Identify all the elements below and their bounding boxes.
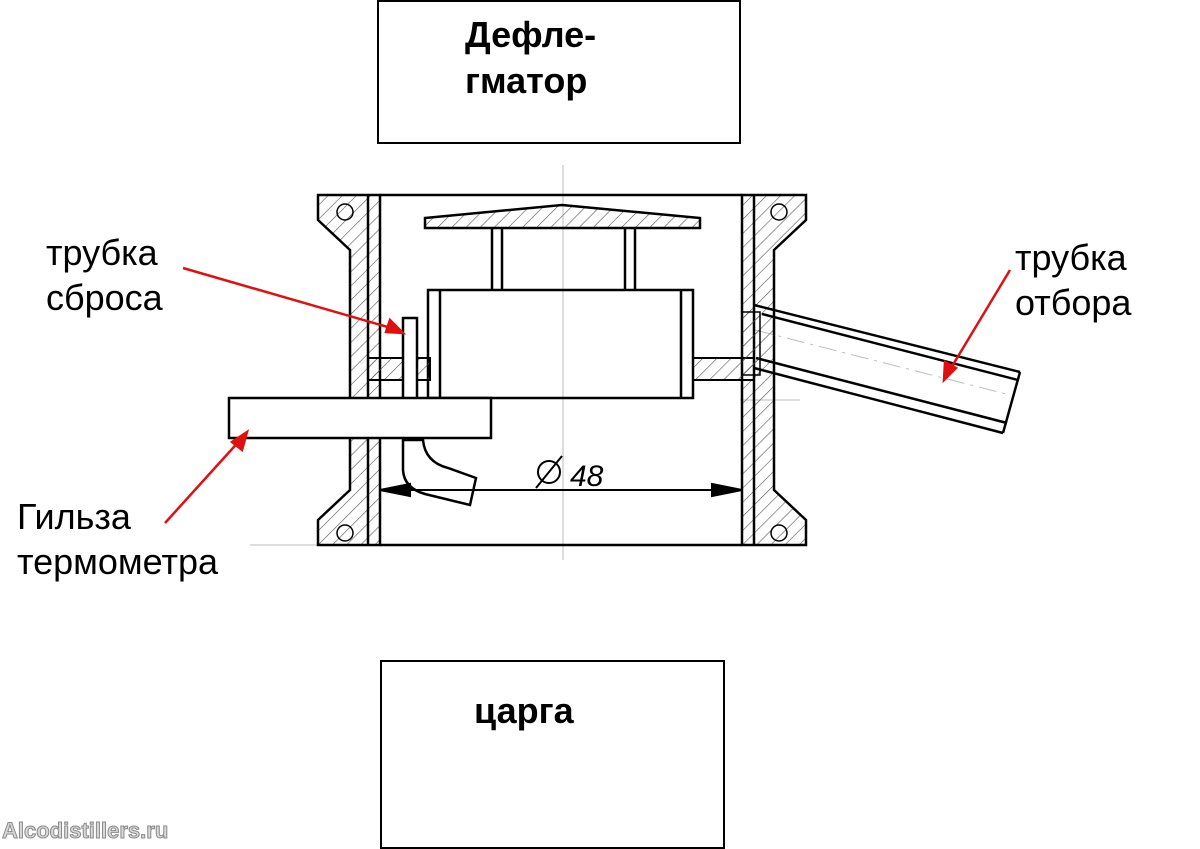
tsarga-box	[380, 660, 725, 849]
takeoff-tube-label-line1: трубка	[1015, 237, 1127, 278]
support-ring	[367, 357, 755, 381]
drain-tube-label-line2: сброса	[46, 277, 163, 318]
dimension-value: 48	[570, 460, 604, 493]
watermark: Alcodistillers.ru	[1, 818, 169, 844]
drain-outlet	[401, 438, 478, 507]
takeoff-tube-label-line2: отбора	[1015, 282, 1132, 323]
dimension-diameter-symbol	[535, 455, 563, 489]
drain-tube	[401, 316, 419, 402]
leader-takeoff-tube	[946, 269, 1012, 374]
thermometer-sleeve	[227, 396, 493, 440]
collector-cylinder	[426, 288, 695, 400]
body-outline	[380, 193, 742, 547]
cap	[423, 203, 702, 290]
dephlegmator-box	[377, 0, 741, 144]
dephlegmator-label-line2: гматор	[465, 60, 588, 101]
dephlegmator-label-line1: Дефле-	[465, 14, 597, 55]
takeoff-tube	[741, 303, 1022, 435]
thermo-sleeve-label-line2: термометра	[17, 541, 219, 582]
thermo-sleeve-label-line1: Гильза	[17, 496, 131, 537]
leader-drain-tube	[182, 266, 399, 332]
tsarga-label: царга	[474, 690, 574, 731]
drain-tube-label-line1: трубка	[46, 232, 158, 273]
leader-lines	[164, 266, 1012, 524]
dimension-48	[379, 482, 743, 498]
leader-thermo-sleeve	[164, 437, 243, 524]
